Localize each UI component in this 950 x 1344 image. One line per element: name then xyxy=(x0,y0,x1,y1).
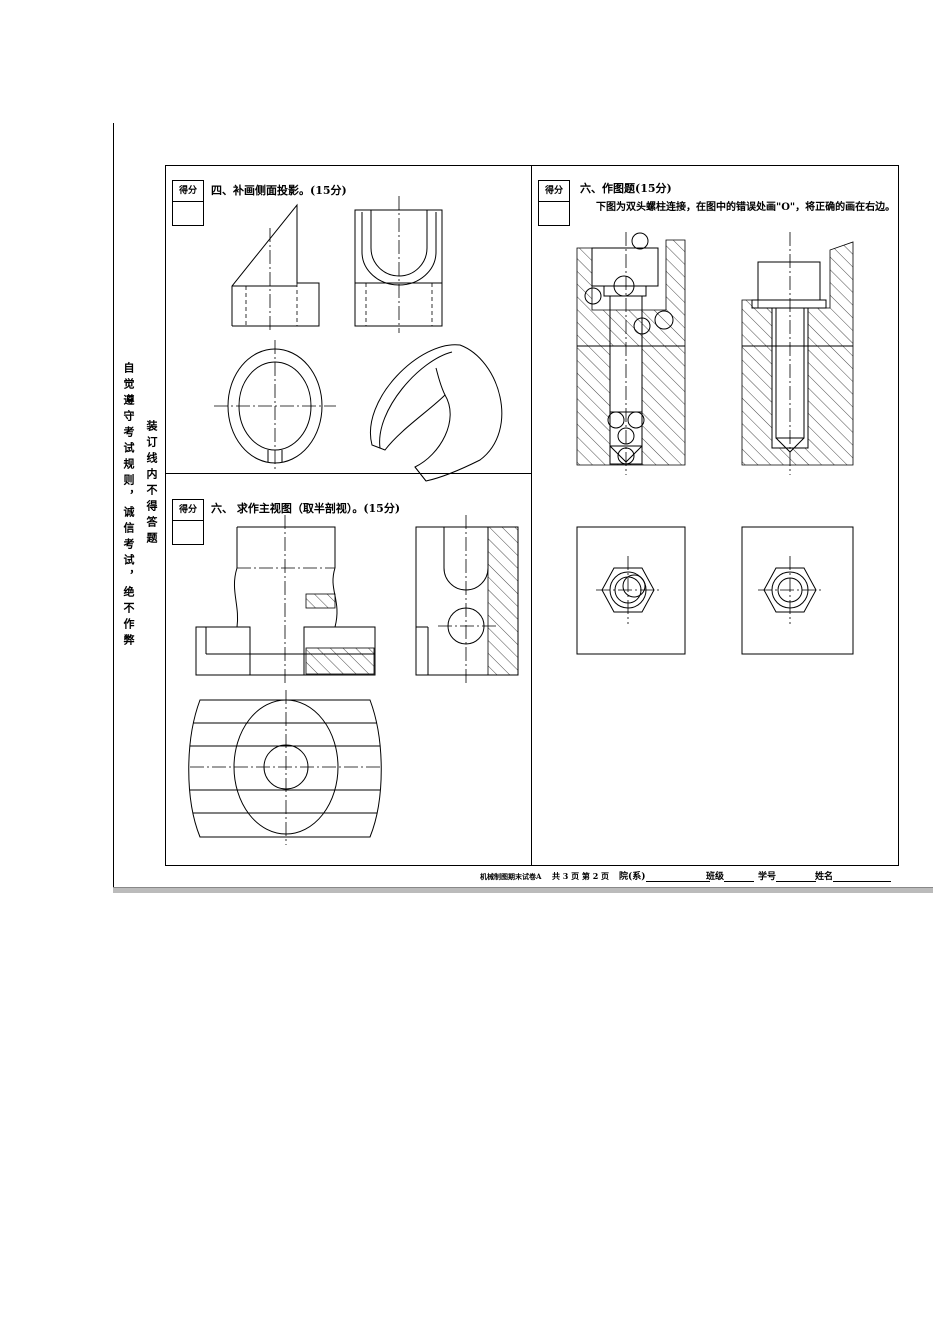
q4-u-block-side-view xyxy=(354,196,443,333)
footer-name: 姓名 xyxy=(815,869,892,882)
q6a-front-view xyxy=(195,515,376,685)
dept-field[interactable] xyxy=(645,871,710,882)
name-label: 姓名 xyxy=(815,872,834,882)
q6a-top-view xyxy=(188,690,382,845)
bottom-rule xyxy=(113,887,933,893)
q4-wedge-front-view xyxy=(231,203,320,333)
q6a-side-view xyxy=(415,515,519,685)
column-divider xyxy=(531,165,532,865)
q6b-score-box[interactable]: 得分 xyxy=(538,180,570,226)
footer-dept: 院(系) xyxy=(619,869,710,882)
q6b-subtitle: 下图为双头螺柱连接，在图中的错误处画"O"，将正确的画在右边。 xyxy=(596,202,896,213)
row-divider xyxy=(165,473,532,474)
q4-ring-top-view xyxy=(214,340,336,472)
q4-score-label: 得分 xyxy=(173,181,203,202)
exam-sheet xyxy=(165,165,899,866)
q6b-bolt-section-left xyxy=(576,232,686,475)
id-field[interactable] xyxy=(776,871,817,882)
dept-label: 院(系) xyxy=(619,872,646,882)
footer-class: 班级 xyxy=(706,869,755,882)
q6b-bolt-section-right xyxy=(741,232,854,475)
q6a-score-box[interactable]: 得分 xyxy=(172,499,204,545)
name-field[interactable] xyxy=(833,871,892,882)
q6b-score-label: 得分 xyxy=(539,181,569,202)
q6b-top-view-left xyxy=(576,526,686,655)
binding-line-note: 装订线内不得答题 xyxy=(145,420,158,548)
q4-title: 四、补画侧面投影。(15分) xyxy=(211,184,347,197)
q6a-score-label: 得分 xyxy=(173,500,203,521)
footer-pages: 共 3 页 第 2 页 xyxy=(552,871,610,881)
q6b-top-view-right xyxy=(741,526,854,655)
honesty-pledge: 自觉遵守考试规则，诚信考试，绝不作弊 xyxy=(122,362,135,650)
q4-isometric-view xyxy=(369,344,503,482)
footer-id: 学号 xyxy=(758,869,817,882)
footer-course: 机械制图期末试卷A xyxy=(480,872,542,881)
q6a-title: 六、 求作主视图（取半剖视）。(15分) xyxy=(211,502,401,515)
id-label: 学号 xyxy=(758,872,777,882)
q4-score-box[interactable]: 得分 xyxy=(172,180,204,226)
class-label: 班级 xyxy=(706,872,725,882)
q6b-title: 六、作图题(15分) xyxy=(580,182,672,195)
binding-margin-line xyxy=(113,123,114,893)
class-field[interactable] xyxy=(724,871,755,882)
